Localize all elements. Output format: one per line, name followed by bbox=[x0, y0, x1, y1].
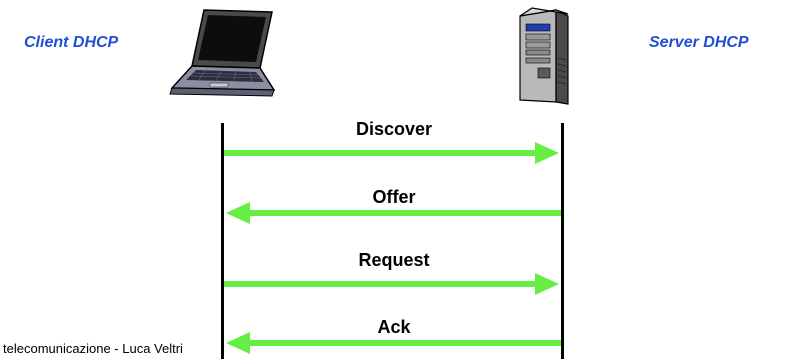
laptop-icon bbox=[169, 9, 276, 97]
server-tower-icon bbox=[519, 7, 569, 105]
discover-label: Discover bbox=[355, 119, 433, 139]
server-label: Server DHCP bbox=[649, 34, 749, 51]
discover-arrow bbox=[224, 142, 559, 164]
server-lifeline bbox=[561, 123, 564, 359]
client-lifeline bbox=[221, 123, 224, 359]
footer-text: telecomunicazione - Luca Veltri bbox=[3, 341, 183, 356]
offer-arrow bbox=[226, 202, 561, 224]
ack-label: Ack bbox=[377, 317, 411, 337]
offer-label: Offer bbox=[372, 187, 416, 207]
ack-arrow bbox=[226, 332, 561, 354]
request-arrow bbox=[224, 273, 559, 295]
request-label: Request bbox=[358, 250, 430, 270]
client-label: Client DHCP bbox=[24, 34, 119, 51]
